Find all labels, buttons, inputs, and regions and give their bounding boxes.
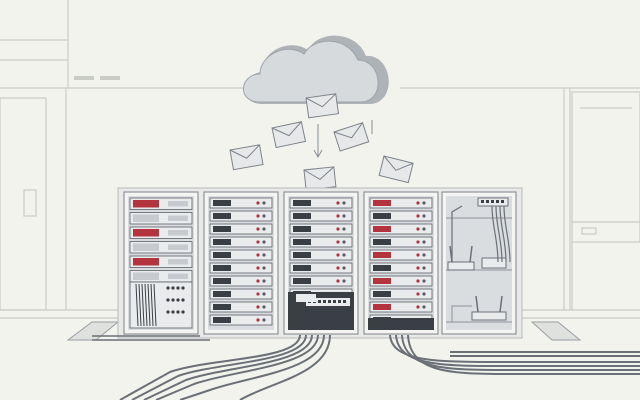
- server-unit: [209, 288, 273, 300]
- server-unit: [289, 197, 353, 209]
- server-unit: [289, 275, 353, 287]
- router-icon: [471, 295, 507, 321]
- envelope-icon: [303, 166, 337, 191]
- server-unit: [369, 301, 433, 313]
- cloud-icon: [243, 35, 389, 104]
- floor-hatches: [66, 321, 582, 341]
- server-unit: [209, 314, 273, 326]
- floor-cables: [92, 334, 640, 400]
- server-unit: [289, 223, 353, 235]
- server-rack-4: [363, 191, 439, 335]
- server-unit: [209, 210, 273, 222]
- server-unit: [129, 226, 193, 239]
- server-unit: [209, 262, 273, 274]
- server-rack-1: [123, 191, 199, 335]
- envelope-icon: [333, 122, 370, 152]
- server-unit: [369, 197, 433, 209]
- server-unit: [369, 288, 433, 300]
- server-unit: [289, 210, 353, 222]
- envelope-icon: [378, 155, 414, 184]
- server-unit: [129, 212, 193, 225]
- server-racks: [117, 187, 523, 339]
- server-unit: [369, 223, 433, 235]
- background-walls: [0, 0, 640, 319]
- server-unit: [129, 270, 193, 283]
- server-unit: [209, 223, 273, 235]
- envelope-icon: [229, 144, 264, 171]
- server-unit: [129, 255, 193, 268]
- arrow-down-icon: [313, 120, 373, 159]
- server-unit: [129, 241, 193, 254]
- network-switch: [288, 292, 354, 330]
- server-unit: [289, 262, 353, 274]
- patch-panel: [129, 281, 193, 329]
- server-rack-5: [441, 191, 517, 335]
- server-rack-2: [203, 191, 279, 335]
- server-unit: [369, 262, 433, 274]
- envelope-icon: [271, 121, 307, 149]
- server-unit: [289, 236, 353, 248]
- server-rack-3: [283, 191, 359, 335]
- server-unit: [209, 197, 273, 209]
- server-unit: [369, 275, 433, 287]
- server-unit: [369, 249, 433, 261]
- server-unit: [209, 236, 273, 248]
- envelopes-group: [229, 93, 414, 191]
- server-unit: [369, 210, 433, 222]
- server-unit: [289, 249, 353, 261]
- envelope-icon: [305, 93, 340, 119]
- server-unit: [209, 249, 273, 261]
- server-unit: [209, 275, 273, 287]
- server-unit: [129, 197, 193, 210]
- server-unit: [209, 301, 273, 313]
- server-unit: [369, 236, 433, 248]
